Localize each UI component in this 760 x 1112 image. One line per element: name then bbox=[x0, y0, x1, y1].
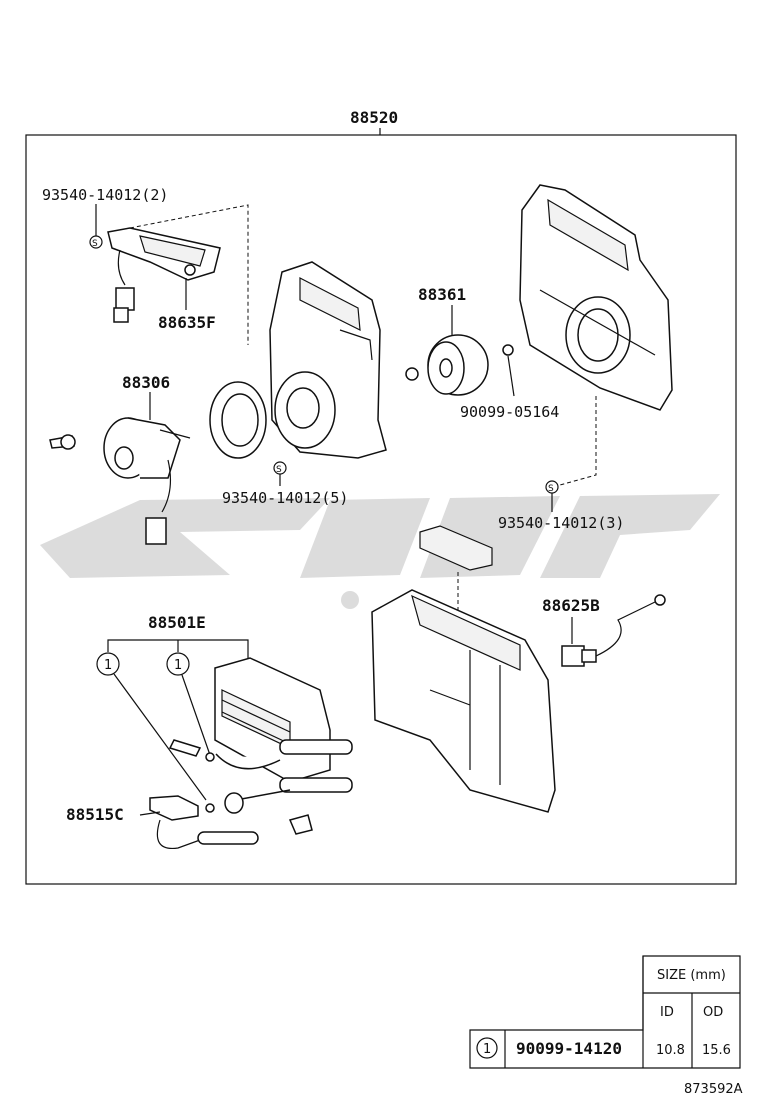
cover-plate-part bbox=[519, 184, 673, 411]
size-table-id: 10.8 bbox=[656, 1043, 685, 1058]
callout-screw-center: 93540-14012(5) bbox=[222, 489, 348, 507]
size-table-col-id: ID bbox=[660, 1005, 674, 1020]
expansion-valve-part bbox=[149, 795, 259, 850]
size-table-header: SIZE (mm) bbox=[657, 968, 726, 983]
filter-pad-part bbox=[419, 525, 493, 571]
blower-motor-part bbox=[49, 417, 191, 545]
callout-washer: 90099-05164 bbox=[460, 403, 559, 421]
screw-marker: S bbox=[89, 235, 103, 249]
assembly-label: 88520 bbox=[350, 108, 398, 127]
callout-motor: 88306 bbox=[122, 373, 170, 392]
ring-marker: 1 bbox=[166, 652, 190, 676]
evaporator-core-part bbox=[168, 657, 353, 835]
size-table-col-od: OD bbox=[703, 1005, 723, 1020]
unit-housing-part bbox=[371, 589, 556, 813]
callout-pulley: 88361 bbox=[418, 285, 466, 304]
fan-pulley-part bbox=[405, 334, 514, 396]
size-table-od: 15.6 bbox=[702, 1043, 731, 1058]
ring-marker: 1 bbox=[476, 1037, 498, 1059]
svg-text:1: 1 bbox=[483, 1042, 491, 1057]
size-table: SIZE (mm) ID OD 1 90099-14120 10.8 15.6 bbox=[469, 955, 741, 1069]
svg-text:S: S bbox=[92, 239, 98, 249]
svg-text:1: 1 bbox=[174, 658, 182, 673]
callout-evaporator: 88501E bbox=[148, 613, 206, 632]
thermistor-part bbox=[561, 594, 666, 667]
figure-code: 873592A bbox=[684, 1082, 743, 1097]
screw-marker: S bbox=[273, 461, 287, 475]
resistor-part bbox=[107, 204, 249, 345]
screw-marker: S bbox=[545, 480, 559, 494]
callout-thermistor: 88625B bbox=[542, 596, 600, 615]
callout-resistor: 88635F bbox=[158, 313, 216, 332]
svg-text:S: S bbox=[548, 484, 554, 494]
callout-screw-top-left: 93540-14012(2) bbox=[42, 186, 168, 204]
svg-text:S: S bbox=[276, 465, 282, 475]
callout-expansion-valve: 88515C bbox=[66, 805, 124, 824]
blower-ring-part bbox=[209, 381, 267, 459]
ring-marker: 1 bbox=[96, 652, 120, 676]
blower-case-part bbox=[269, 261, 387, 459]
size-table-part-no: 90099-14120 bbox=[516, 1039, 622, 1058]
assembly-frame bbox=[25, 134, 737, 885]
callout-screw-right: 93540-14012(3) bbox=[498, 514, 624, 532]
watermark-logo bbox=[40, 494, 720, 609]
svg-text:1: 1 bbox=[104, 658, 112, 673]
